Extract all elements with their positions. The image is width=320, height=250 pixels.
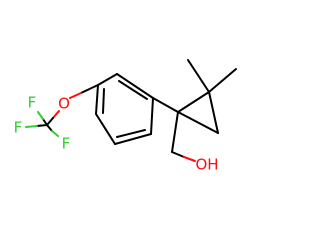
hydroxyl-group: OH (195, 156, 218, 174)
ether-cf3-bond (46, 117, 54, 126)
ring-bond (208, 91, 219, 134)
methyl-bond (208, 68, 237, 93)
ch2-bond (171, 111, 179, 153)
ring-bond (97, 73, 118, 86)
ring-bond (95, 84, 99, 115)
ch2-oh-bond-o (183, 156, 196, 162)
cf-bond-f (37, 111, 44, 120)
ring-double-bond (116, 129, 146, 138)
ring-double-bond (118, 80, 148, 100)
ring-bond (114, 133, 152, 145)
fluorine-atom-left: F (14, 119, 23, 137)
structure-drawing: F F F O OH (14, 59, 237, 174)
aryl-ether-bond-o (69, 92, 82, 99)
ring-bond (177, 111, 219, 134)
aryl-cyclopropyl-bond (152, 97, 179, 113)
ring-bond (116, 73, 154, 99)
ether-cf3-bond-o (52, 110, 60, 119)
fluorine-atom-top: F (28, 94, 37, 112)
cf-bond (36, 124, 48, 127)
ether-oxygen-atom: O (58, 95, 70, 113)
methyl-bond (187, 59, 210, 93)
benzene-ring (95, 73, 154, 145)
molecule-diagram: F F F O OH (13, 59, 237, 174)
cyclopropane-ring (177, 91, 219, 134)
cf-bond (46, 124, 53, 132)
ch2-oh-bond (171, 151, 185, 158)
cf-bond (42, 118, 48, 126)
ring-double-bond (102, 88, 105, 114)
cf-bond-f (51, 130, 59, 137)
cf-bond-f (25, 125, 38, 128)
ring-bond (95, 113, 116, 145)
aryl-ether-bond (80, 84, 99, 94)
fluorine-atom-bottom: F (62, 135, 71, 153)
ring-bond (177, 91, 210, 113)
ring-bond (150, 97, 154, 135)
